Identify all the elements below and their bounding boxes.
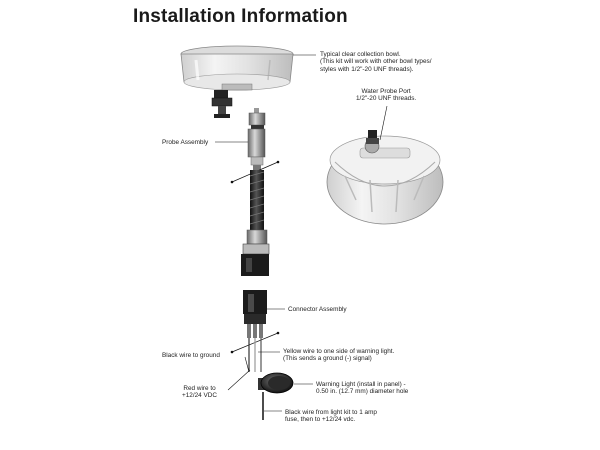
braided-cable — [241, 170, 270, 276]
collection-bowl — [180, 45, 294, 118]
callout-collection-bowl: Typical clear collection bowl. (This kit… — [320, 51, 432, 73]
probe-assembly-part — [247, 108, 266, 171]
callout-black-wire-ground: Black wire to ground — [162, 352, 220, 359]
bowl-with-probe-port — [326, 130, 444, 225]
callout-warning-light: Warning Light (install in panel) - 0.50 … — [316, 381, 409, 396]
callout-red-wire: Red wire to +12/24 VDC — [182, 385, 217, 400]
callout-connector-assembly: Connector Assembly — [288, 306, 347, 313]
wires — [248, 338, 264, 420]
callout-black-wire-light: Black wire from light kit to 1 amp fuse,… — [285, 409, 377, 424]
connector-assembly-part — [243, 290, 267, 338]
callout-probe-assembly: Probe Assembly — [162, 139, 209, 146]
page-title: Installation Information — [133, 6, 348, 27]
warning-light-part — [258, 372, 294, 394]
leader-lines — [215, 54, 388, 412]
callout-yellow-wire: Yellow wire to one side of warning light… — [283, 348, 395, 363]
callout-water-probe-port: Water Probe Port 1/2"-20 UNF threads. — [356, 88, 417, 103]
